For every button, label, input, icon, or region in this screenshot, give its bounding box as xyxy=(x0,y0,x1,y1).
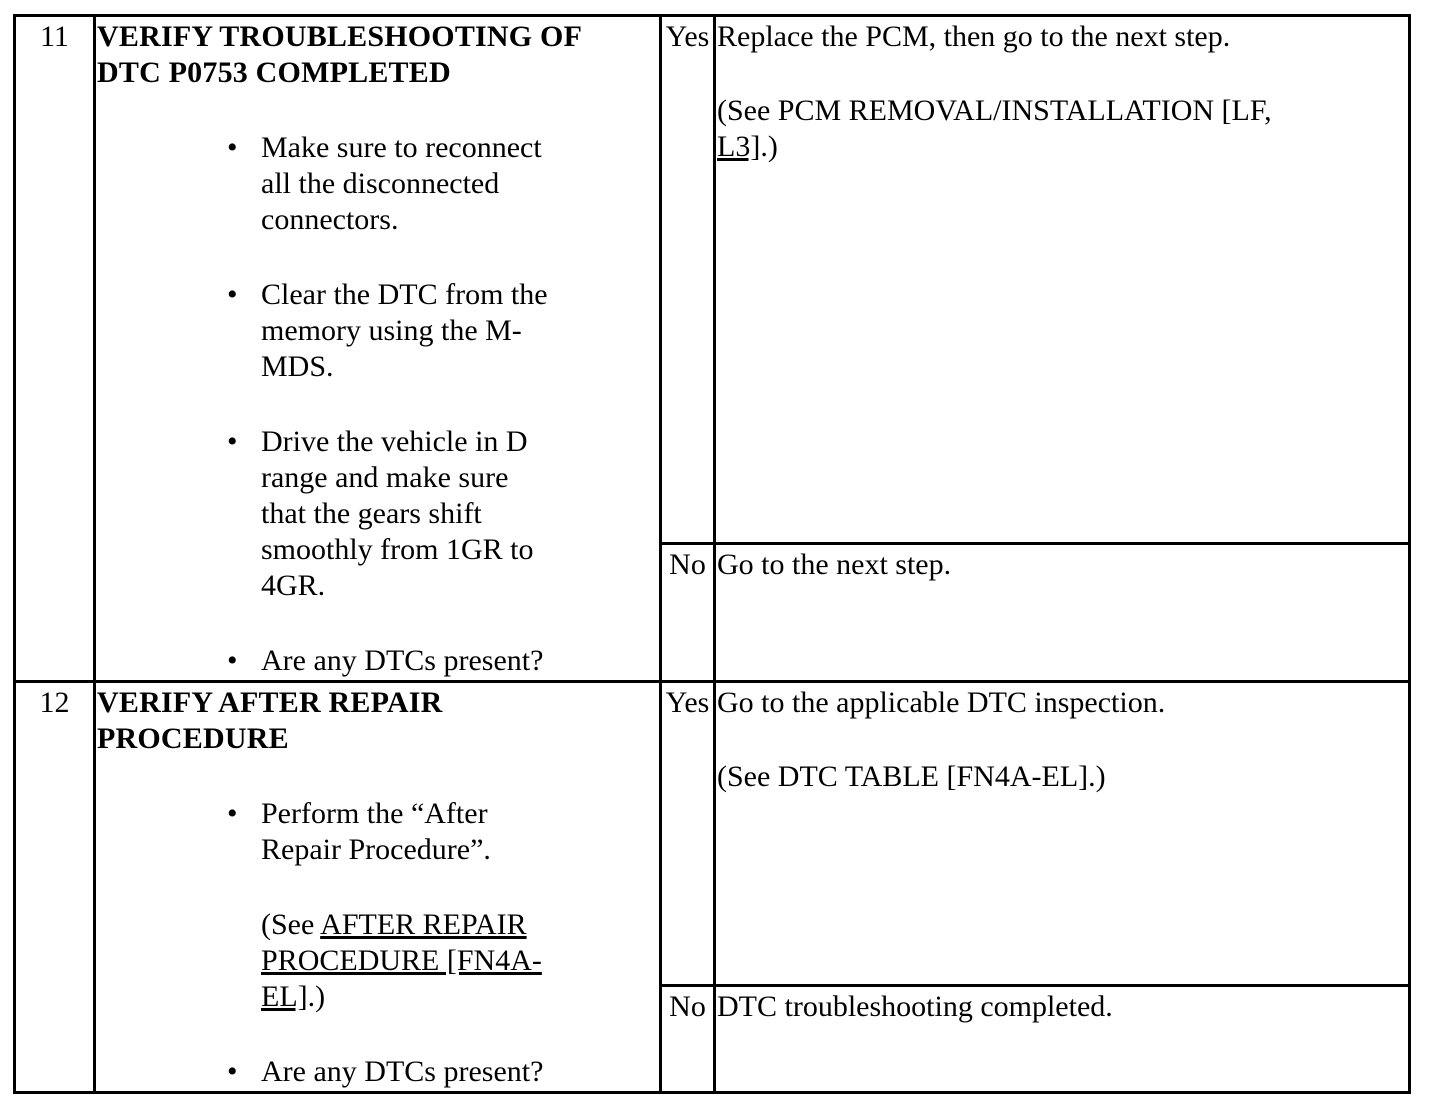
instruction-item: Are any DTCs present? xyxy=(227,1054,657,1090)
instruction-item: Are any DTCs present? xyxy=(227,643,657,679)
step-title: VERIFY TROUBLESHOOTING OF DTC P0753 COMP… xyxy=(97,20,583,89)
instruction-item: Drive the vehicle in D range and make su… xyxy=(227,424,657,604)
answer-yes: Yes xyxy=(665,20,710,53)
action-yes: Go to the applicable DTC inspection. (Se… xyxy=(717,685,1407,795)
step-number-text: 12 xyxy=(39,686,70,719)
reference-note: (See AFTER REPAIR PROCEDURE [FN4A- EL].) xyxy=(261,908,542,1013)
reference-link[interactable]: EL] xyxy=(261,980,308,1013)
step-number-text: 11 xyxy=(40,20,69,53)
action-yes: Replace the PCM, then go to the next ste… xyxy=(717,19,1407,165)
step-description: VERIFY AFTER REPAIR PROCEDURE Perform th… xyxy=(97,685,657,1090)
action-text: Replace the PCM, then go to the next ste… xyxy=(717,20,1231,53)
answer-no: No xyxy=(669,548,706,581)
action-no: DTC troubleshooting completed. xyxy=(717,990,1113,1023)
reference-note: (See DTC TABLE [FN4A-EL].) xyxy=(717,760,1106,793)
reference-link[interactable]: L3] xyxy=(717,130,761,163)
step-number: 11 xyxy=(16,19,93,55)
reference-note: (See PCM REMOVAL/INSTALLATION [LF, L3].) xyxy=(717,94,1272,163)
reference-link[interactable]: PROCEDURE [FN4A- xyxy=(261,944,542,977)
troubleshooting-table: 11 VERIFY TROUBLESHOOTING OF DTC P0753 C… xyxy=(13,14,1411,1094)
column-divider xyxy=(713,17,716,1091)
answer-divider xyxy=(659,984,1408,987)
column-divider xyxy=(93,17,96,1091)
instruction-item: Clear the DTC from the memory using the … xyxy=(227,277,657,385)
instruction-item: Make sure to reconnect all the disconnec… xyxy=(227,130,657,238)
step-title: VERIFY AFTER REPAIR PROCEDURE xyxy=(97,686,443,755)
step-number: 12 xyxy=(16,685,93,721)
row-divider xyxy=(16,680,1408,683)
action-text: Go to the applicable DTC inspection. xyxy=(717,686,1166,719)
reference-link[interactable]: AFTER REPAIR xyxy=(320,908,527,941)
step-description: VERIFY TROUBLESHOOTING OF DTC P0753 COMP… xyxy=(97,19,657,679)
instruction-item: Perform the “After Repair Procedure”. (S… xyxy=(227,796,657,1015)
answer-no: No xyxy=(669,990,706,1023)
action-no: Go to the next step. xyxy=(717,548,952,581)
step-instructions: Make sure to reconnect all the disconnec… xyxy=(227,130,657,679)
step-instructions: Perform the “After Repair Procedure”. (S… xyxy=(227,796,657,1090)
column-divider xyxy=(659,17,662,1091)
answer-yes: Yes xyxy=(665,686,710,719)
answer-divider xyxy=(659,542,1408,545)
